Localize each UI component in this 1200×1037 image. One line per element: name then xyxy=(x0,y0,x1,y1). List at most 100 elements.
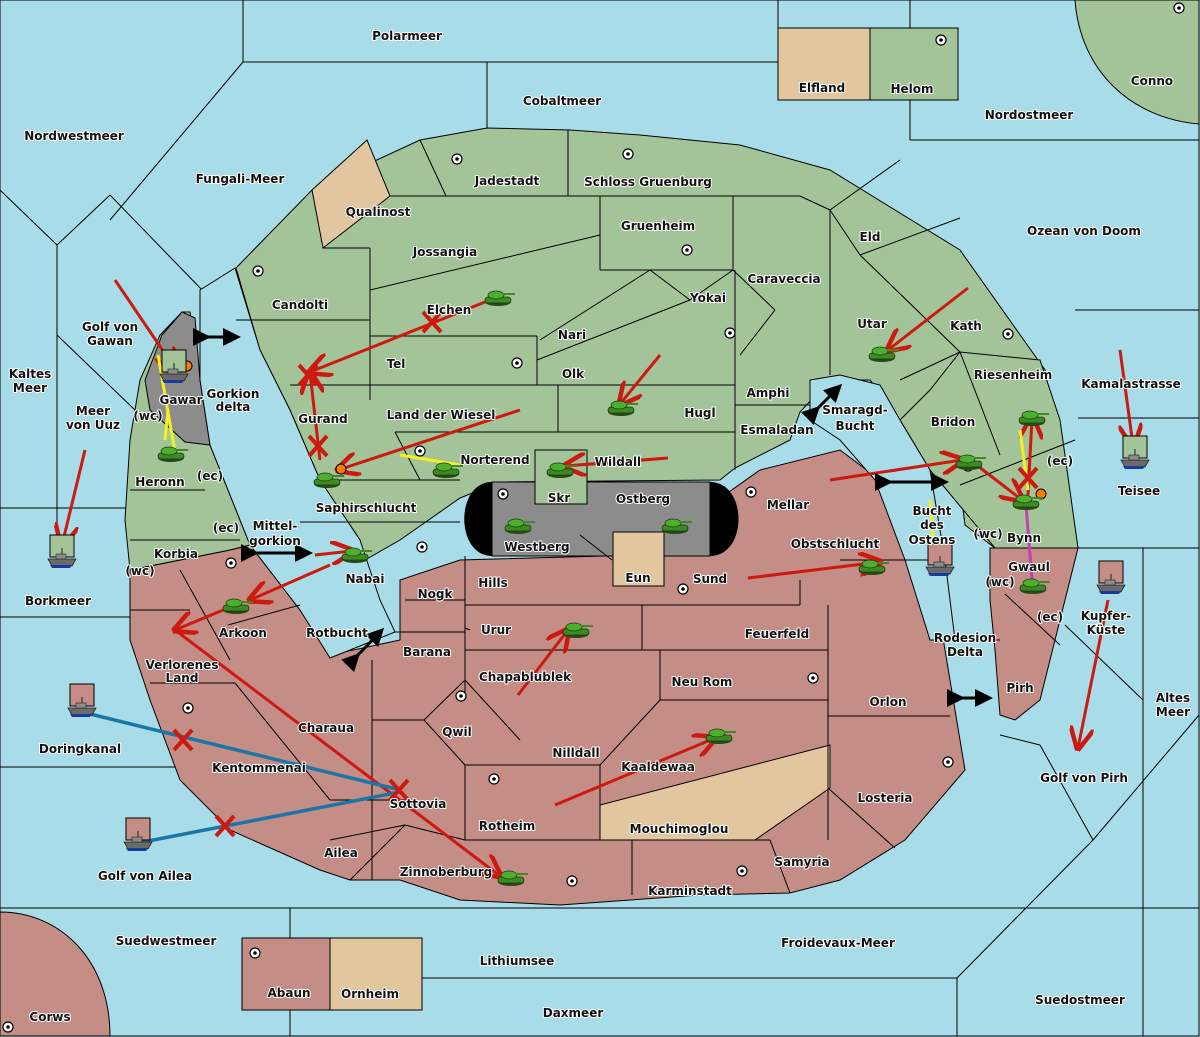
label-nari: Nari xyxy=(558,328,586,342)
label-gorkion1: Gorkion xyxy=(207,387,260,401)
label-nilldall: Nilldall xyxy=(552,746,599,760)
label-ostens1: Bucht xyxy=(912,504,951,518)
supply-center-icon xyxy=(252,265,264,277)
label-riesenheim: Riesenheim xyxy=(974,368,1053,382)
coast-tag-ec: (ec) xyxy=(197,469,223,483)
failed-order-x-icon xyxy=(214,814,236,838)
label-jossangia: Jossangia xyxy=(412,245,477,259)
coast-tag-wc: (wc) xyxy=(133,409,162,423)
supply-center-icon xyxy=(511,357,523,369)
label-helom: Helom xyxy=(890,82,933,96)
supply-center-icon xyxy=(935,34,947,46)
convoy-order-line xyxy=(81,710,401,792)
label-saphir: Saphirschlucht xyxy=(316,501,417,515)
supply-center-icon xyxy=(736,865,748,877)
move-order-arrow xyxy=(565,458,669,466)
label-kath: Kath xyxy=(950,319,982,333)
move-order-arrow xyxy=(829,460,962,482)
supply-center-icon xyxy=(622,148,634,160)
move-order-arrow xyxy=(1028,418,1032,496)
label-doring: Doringkanal xyxy=(39,742,121,756)
label-samyria: Samyria xyxy=(774,855,829,869)
region-ornheim xyxy=(329,937,423,1011)
supply-center-icon xyxy=(497,488,509,500)
supply-center-icon xyxy=(807,672,819,684)
label-fungali: Fungali-Meer xyxy=(196,172,285,186)
supply-center-icon xyxy=(1002,328,1014,340)
label-ostberg: Ostberg xyxy=(616,492,670,506)
coast-tag-wc: (wc) xyxy=(125,564,154,578)
adjacency-double-arrow-icon xyxy=(341,627,385,673)
mountain-edge-east xyxy=(710,482,739,556)
move-order-arrow xyxy=(174,628,500,876)
labels: PolarmeerCobaltmeerNordwestmeerFungali-M… xyxy=(8,28,1191,1025)
label-rotheim: Rotheim xyxy=(479,819,536,833)
region-elfland xyxy=(777,27,871,101)
label-elchen: Elchen xyxy=(427,303,472,317)
supply-center-icon xyxy=(455,690,467,702)
move-order-arrow xyxy=(310,298,491,372)
label-tel: Tel xyxy=(387,357,406,371)
move-order-arrow xyxy=(620,354,662,404)
label-uuz1: Meer xyxy=(76,404,110,418)
label-jadestadt: Jadestadt xyxy=(474,174,540,188)
supply-center-icon xyxy=(681,244,693,256)
label-skr: Skr xyxy=(548,491,571,505)
label-rodesion1: Rodesion xyxy=(934,631,996,645)
move-order-arrow xyxy=(1120,349,1133,445)
label-verloren2: Land xyxy=(166,671,199,685)
label-losteria: Losteria xyxy=(857,791,912,805)
label-westberg: Westberg xyxy=(504,540,569,554)
retreat-order-line xyxy=(1024,504,1034,581)
failed-order-x-icon xyxy=(172,728,194,752)
label-orlon: Orlon xyxy=(869,695,906,709)
label-candolti: Candolti xyxy=(272,298,328,312)
supply-center-icon xyxy=(745,486,757,498)
coast-tag-ec: (ec) xyxy=(213,521,239,535)
label-nordwestmeer: Nordwestmeer xyxy=(24,129,124,143)
supply-center-icon xyxy=(182,702,194,714)
label-arkoon: Arkoon xyxy=(219,626,267,640)
label-utar: Utar xyxy=(857,317,887,331)
label-corws: Corws xyxy=(29,1010,70,1024)
mountain-edge-west xyxy=(464,482,492,556)
move-order-arrow xyxy=(747,562,880,580)
support-order-line xyxy=(156,354,177,453)
label-eun: Eun xyxy=(625,571,650,585)
region-corws xyxy=(0,911,111,1037)
supply-center-icon xyxy=(414,445,426,457)
label-mittel1: Mittel- xyxy=(253,519,298,533)
label-pirh: Pirh xyxy=(1006,681,1033,695)
label-nordostmeer: Nordostmeer xyxy=(985,108,1074,122)
label-feuerfeld: Feuerfeld xyxy=(745,627,810,641)
failed-order-x-icon xyxy=(1017,466,1039,490)
label-zinnober: Zinnoberburg xyxy=(400,865,492,879)
label-kupfer1: Kupfer- xyxy=(1081,609,1131,623)
move-order-arrow xyxy=(338,408,521,470)
label-borkmeer: Borkmeer xyxy=(25,594,91,608)
support-order-line xyxy=(399,453,461,467)
label-wildall: Wildall xyxy=(595,455,641,469)
failed-order-x-icon xyxy=(421,310,443,334)
coast-tag-ec: (ec) xyxy=(1047,454,1073,468)
label-ailea: Ailea xyxy=(324,846,358,860)
label-suedost: Suedostmeer xyxy=(1035,993,1125,1007)
supply-center-icon xyxy=(942,756,954,768)
label-korbia: Korbia xyxy=(154,547,198,561)
move-order-arrow xyxy=(516,630,568,696)
label-ostens3: Ostens xyxy=(909,533,956,547)
label-elfland: Elfland xyxy=(799,81,845,95)
label-esmaladan: Esmaladan xyxy=(740,423,813,437)
label-smaragd1: Smaragd- xyxy=(822,403,887,417)
label-kentommenai: Kentommenai xyxy=(212,761,306,775)
label-cobaltmeer: Cobaltmeer xyxy=(523,94,601,108)
label-bynn: Bynn xyxy=(1007,531,1041,545)
label-rotbucht: Rotbucht xyxy=(306,626,368,640)
label-gwaul: Gwaul xyxy=(1008,560,1050,574)
label-verloren1: Verlorenes xyxy=(146,658,219,672)
label-amphi: Amphi xyxy=(746,386,789,400)
move-order-arrow xyxy=(888,286,969,350)
adjacency-double-arrow-icon xyxy=(801,383,843,425)
label-teisee: Teisee xyxy=(1118,484,1160,498)
supply-center-icon xyxy=(249,947,261,959)
